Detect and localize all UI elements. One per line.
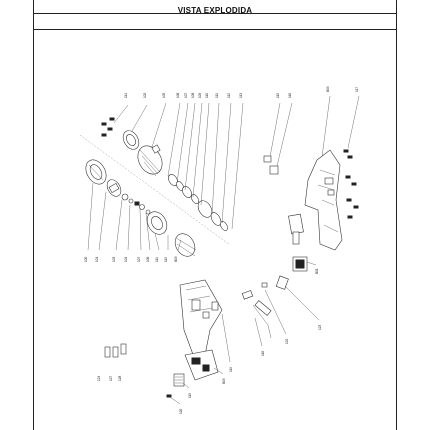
callout-label: 112 — [164, 257, 168, 262]
right-housing — [261, 149, 359, 290]
callout-label: 127 — [109, 375, 113, 381]
callout-label: 111 — [215, 93, 219, 98]
screws-left — [101, 117, 115, 137]
callout-label: 119 — [188, 393, 192, 398]
switch-part — [288, 213, 304, 245]
callout-label: 119 — [229, 367, 233, 372]
callout-label: 104 — [124, 256, 128, 262]
gearbox-assembly — [79, 95, 360, 257]
leader-lines-lower — [169, 261, 320, 405]
left-housing — [179, 279, 223, 361]
motor-part — [174, 233, 197, 257]
callout-label: 112 — [227, 93, 231, 98]
callout-label: 118 — [261, 351, 265, 356]
label-plate — [173, 373, 185, 387]
callout-label: 114 — [124, 93, 128, 98]
callout-label: 116 — [288, 93, 292, 98]
collar-part — [106, 179, 122, 197]
header-spacer — [33, 14, 397, 30]
callout-label: 102 — [143, 92, 147, 98]
battery-pack — [184, 349, 219, 381]
callout-label: 106 — [176, 92, 180, 98]
clutch-ring-part — [122, 130, 140, 150]
callout-label: 128 — [118, 375, 122, 381]
callout-label: 120 — [179, 408, 183, 414]
callout-label: 107 — [137, 256, 141, 262]
led-parts — [261, 275, 289, 290]
small-knob — [263, 155, 279, 175]
latch-part — [292, 256, 308, 272]
callout-label: 123 — [318, 324, 322, 330]
callout-label: 105 — [162, 92, 166, 98]
callout-label: 100 — [84, 256, 88, 262]
callout-label: 124 — [97, 375, 101, 381]
callout-label: 101 — [95, 256, 99, 262]
callout-label: 110 — [205, 93, 209, 98]
title-bar: VISTA EXPLODIDA — [33, 0, 397, 15]
screws-right — [343, 149, 359, 219]
screw-bottom — [166, 394, 172, 398]
page-title: VISTA EXPLODIDA — [177, 6, 253, 15]
callout-label: 107 — [184, 92, 188, 98]
callout-labels: 114 102 105 106 107 108 109 110 111 112 … — [84, 86, 359, 414]
callout-label: 103 — [112, 256, 116, 262]
callout-label: B01 — [315, 268, 319, 274]
callout-label: 106 — [146, 256, 150, 262]
loose-parts — [104, 343, 127, 358]
gearbox-housing-part — [137, 144, 163, 177]
leader-lines-top — [113, 95, 360, 230]
ring-gear-part — [146, 211, 168, 235]
callout-label: 108 — [191, 92, 195, 98]
callout-label: B09 — [174, 256, 178, 262]
planet-gears — [168, 174, 228, 231]
chuck-part — [85, 159, 107, 185]
small-parts — [121, 193, 151, 215]
callout-label: 115 — [276, 93, 280, 98]
leader-lines-bottom — [87, 182, 182, 251]
callout-label: B09 — [222, 378, 226, 384]
callout-label: 109 — [198, 92, 202, 98]
callout-label: 113 — [239, 93, 243, 98]
page-frame — [33, 0, 397, 430]
callout-label: B09 — [326, 86, 330, 92]
callout-label: 117 — [355, 87, 359, 92]
contact-parts — [241, 290, 272, 339]
callout-label: 111 — [155, 257, 159, 262]
callout-label: 122 — [285, 338, 289, 344]
